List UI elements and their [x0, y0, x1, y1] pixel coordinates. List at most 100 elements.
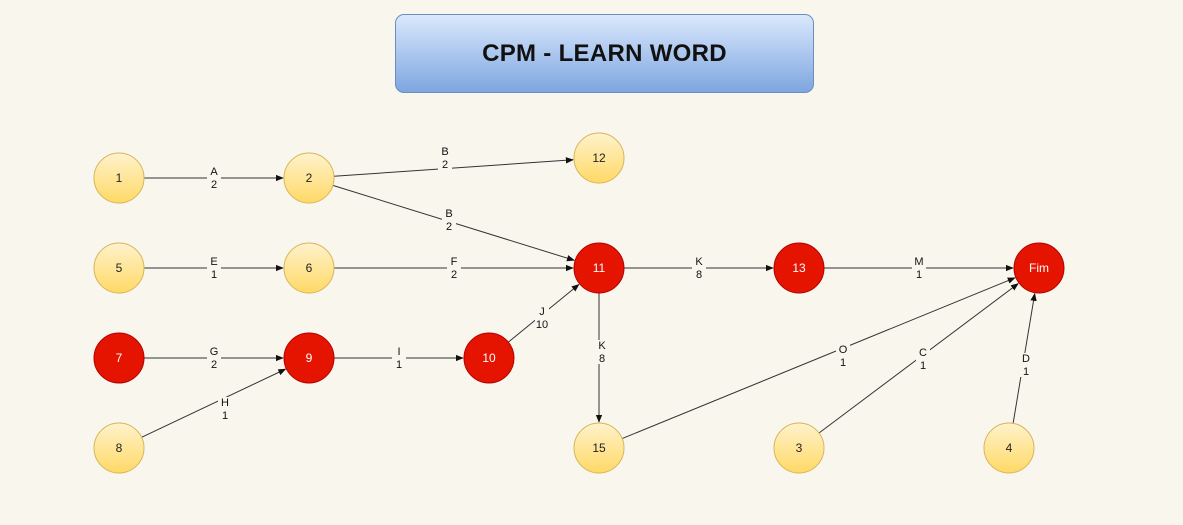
edge-duration-label: 2 — [211, 359, 217, 371]
event-circle[interactable] — [773, 422, 825, 474]
edge-activity-label: B — [441, 146, 448, 158]
event-circle[interactable] — [93, 422, 145, 474]
node-label: 2 — [306, 171, 313, 185]
edge-activity-label: J — [539, 306, 545, 318]
edge-arrow — [141, 368, 287, 438]
critical-event-circle[interactable] — [773, 242, 825, 294]
title-box: CPM - LEARN WORD — [395, 14, 814, 93]
node-label: 12 — [592, 151, 606, 165]
event-circle[interactable] — [983, 422, 1035, 474]
edge-activity-label: M — [914, 256, 923, 268]
edge-duration-label: 2 — [442, 159, 448, 171]
edge-label-background — [692, 256, 706, 280]
edge-duration-label: 2 — [446, 221, 452, 233]
node-9[interactable]: 9 — [283, 332, 335, 384]
edge-duration-label: 10 — [536, 319, 548, 331]
edge-duration-label: 2 — [451, 269, 457, 281]
node-label: 6 — [306, 261, 313, 275]
edge-activity-label: D — [1022, 353, 1030, 365]
event-circle[interactable] — [93, 242, 145, 294]
edge-9-10: I1 — [334, 346, 464, 371]
edge-label-background — [392, 346, 406, 370]
edge-activity-label: I — [397, 346, 400, 358]
node-10[interactable]: 10 — [463, 332, 515, 384]
node-3[interactable]: 3 — [773, 422, 825, 474]
node-label: 11 — [593, 261, 606, 275]
node-2[interactable]: 2 — [283, 152, 335, 204]
critical-event-circle[interactable] — [463, 332, 515, 384]
node-label: Fim — [1029, 261, 1049, 275]
edge-5-6: E1 — [144, 256, 284, 281]
node-label: 3 — [796, 441, 803, 455]
node-8[interactable]: 8 — [93, 422, 145, 474]
edge-11-15: K8 — [595, 293, 609, 423]
event-circle[interactable] — [283, 242, 335, 294]
edge-label-background — [207, 166, 221, 190]
edge-activity-label: B — [445, 208, 452, 220]
critical-event-circle[interactable] — [93, 332, 145, 384]
edge-duration-label: 1 — [222, 410, 228, 422]
edge-label-background — [442, 208, 456, 232]
edge-activity-label: G — [210, 346, 219, 358]
edge-duration-label: 1 — [840, 357, 846, 369]
node-label: 1 — [116, 171, 123, 185]
node-6[interactable]: 6 — [283, 242, 335, 294]
edge-duration-label: 1 — [920, 360, 926, 372]
node-7[interactable]: 7 — [93, 332, 145, 384]
node-label: 9 — [306, 351, 313, 365]
edge-activity-label: H — [221, 397, 229, 409]
node-12[interactable]: 12 — [573, 132, 625, 184]
diagram-title: CPM - LEARN WORD — [482, 39, 727, 67]
edge-activity-label: O — [839, 344, 848, 356]
edge-activity-label: E — [210, 256, 217, 268]
event-circle[interactable] — [573, 422, 625, 474]
edge-duration-label: 1 — [916, 269, 922, 281]
node-15[interactable]: 15 — [573, 422, 625, 474]
event-circle[interactable] — [283, 152, 335, 204]
edge-label-background — [438, 146, 452, 170]
edge-label-background — [535, 306, 549, 330]
critical-event-circle[interactable] — [573, 242, 625, 294]
edge-duration-label: 1 — [396, 359, 402, 371]
node-label: 8 — [116, 441, 123, 455]
edge-label-background — [912, 256, 926, 280]
edge-duration-label: 1 — [211, 269, 217, 281]
edge-label-background — [218, 397, 232, 421]
critical-event-circle[interactable] — [283, 332, 335, 384]
node-5[interactable]: 5 — [93, 242, 145, 294]
node-label: 7 — [116, 351, 123, 365]
node-label: 10 — [482, 351, 496, 365]
edge-10-11: J10 — [508, 283, 580, 343]
edge-duration-label: 2 — [211, 179, 217, 191]
edge-11-13: K8 — [624, 256, 774, 281]
node-1[interactable]: 1 — [93, 152, 145, 204]
event-circle[interactable] — [93, 152, 145, 204]
node-13[interactable]: 13 — [773, 242, 825, 294]
edge-duration-label: 8 — [599, 353, 605, 365]
node-Fim[interactable]: Fim — [1013, 242, 1065, 294]
edge-activity-label: K — [695, 256, 703, 268]
edge-arrow — [333, 157, 574, 177]
edge-7-9: G2 — [144, 346, 284, 371]
critical-event-circle[interactable] — [1013, 242, 1065, 294]
node-label: 13 — [792, 261, 806, 275]
edge-1-2: A2 — [144, 166, 284, 191]
edge-8-9: H1 — [141, 368, 287, 438]
node-label: 4 — [1006, 441, 1013, 455]
edge-arrow — [621, 277, 1016, 439]
edge-activity-label: C — [919, 347, 927, 359]
edge-15-Fim: O1 — [621, 277, 1016, 439]
edge-label-background — [1019, 353, 1033, 377]
edge-13-Fim: M1 — [824, 256, 1014, 281]
edge-activity-label: A — [210, 166, 218, 178]
node-11[interactable]: 11 — [573, 242, 625, 294]
edge-2-11: B2 — [332, 184, 575, 262]
edge-4-Fim: D1 — [1012, 292, 1037, 424]
edge-label-background — [916, 347, 930, 371]
node-label: 15 — [592, 441, 606, 455]
event-circle[interactable] — [573, 132, 625, 184]
node-4[interactable]: 4 — [983, 422, 1035, 474]
